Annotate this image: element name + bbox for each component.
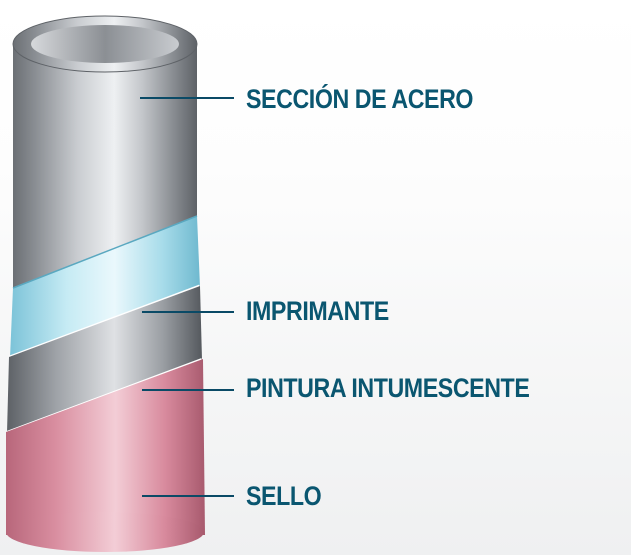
label-primer: IMPRIMANTE: [246, 296, 389, 326]
primer-band: [10, 216, 200, 358]
pipe-bore: [31, 25, 179, 63]
label-intumescent-paint: PINTURA INTUMESCENTE: [246, 373, 530, 403]
label-steel-section: SECCIÓN DE ACERO: [246, 84, 474, 114]
label-seal: SELLO: [246, 481, 322, 511]
seal-band: [6, 359, 205, 535]
intumescent-band: [7, 286, 202, 433]
seal-bottom-edge: [6, 512, 204, 552]
